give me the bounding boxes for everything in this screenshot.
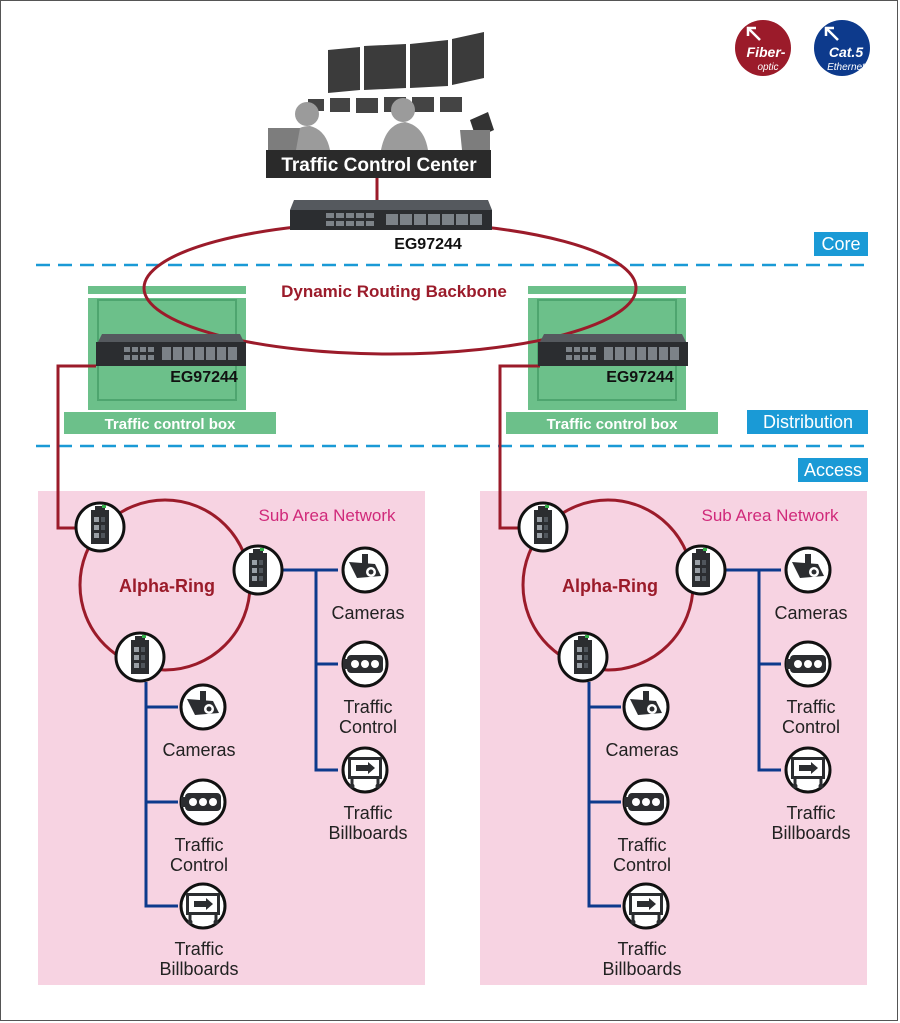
device-label: Billboards [602,959,681,979]
device-label: Traffic [343,803,392,823]
ring-switch-bottom [114,631,166,683]
camera-icon [792,554,824,578]
ring-switch-top [74,501,126,553]
device-label: Billboards [328,823,407,843]
distribution-switch-right-model: EG97244 [606,369,674,386]
sub-area-networks: Sub Area NetworkAlpha-RingCamerasTraffic… [74,498,851,979]
device-label: Traffic [174,835,223,855]
control-center-illustration [266,32,494,178]
legend-cat5-line2: Ethernet [827,62,866,73]
traffic-light-icon [343,655,383,673]
device-label: Traffic [174,939,223,959]
legend-cat5-line1: Cat.5 [829,44,863,60]
device-label: Traffic [786,697,835,717]
device-label: Cameras [774,603,847,623]
camera-icon [187,691,219,715]
sub-area-left: Sub Area NetworkAlpha-RingCamerasTraffic… [74,498,408,979]
distribution-switch-left-model: EG97244 [170,369,238,386]
core-switch-eg97244 [290,200,492,230]
fiber-link-left [56,364,96,530]
billboard-icon [629,893,663,925]
device-label: Control [782,717,840,737]
billboard-icon [791,757,825,789]
alpha-ring-label: Alpha-Ring [562,576,658,596]
tier-badge-access: Access [798,458,868,482]
device-label: Traffic [343,697,392,717]
device-bottom-camera [179,683,227,731]
control-center-title: Traffic Control Center [281,155,477,176]
device-bottom-traffic-light [622,778,670,826]
core-switch-model: EG97244 [394,236,462,253]
box-label-left: Traffic control box [105,416,237,433]
camera-icon [630,691,662,715]
device-right-traffic-light [341,640,389,688]
billboard-icon [186,893,220,925]
device-label: Traffic [617,939,666,959]
alpha-ring-label: Alpha-Ring [119,576,215,596]
camera-icon [349,554,381,578]
tier-badge-distribution: Distribution [747,410,868,434]
device-label: Traffic [617,835,666,855]
billboard-icon [348,757,382,789]
box-label-right: Traffic control box [547,416,679,433]
sub-area-right: Sub Area NetworkAlpha-RingCamerasTraffic… [517,498,851,979]
ethernet-branch-right [725,568,781,772]
tier-label-distribution: Distribution [763,412,853,432]
traffic-light-icon [181,793,221,811]
sub-area-title: Sub Area Network [258,506,396,525]
fiber-link-right [498,364,540,530]
ring-switch-bottom [557,631,609,683]
traffic-light-icon [624,793,664,811]
legend-fiber-line1: Fiber- [747,44,786,60]
ring-switch-top [517,501,569,553]
backbone-label: Dynamic Routing Backbone [281,282,507,301]
device-right-traffic-light [784,640,832,688]
tier-badge-core: Core [814,232,868,256]
sub-area-title: Sub Area Network [701,506,839,525]
device-label: Control [613,855,671,875]
device-right-camera [784,546,832,594]
tier-label-access: Access [804,460,862,480]
device-label: Control [339,717,397,737]
device-right-camera [341,546,389,594]
device-bottom-billboard [622,882,670,930]
device-label: Control [170,855,228,875]
distribution-switch-left [96,334,246,366]
ethernet-branch-bottom [587,682,621,908]
legend-fiber-line2: optic [757,62,778,73]
distribution-switch-right [538,334,688,366]
device-bottom-camera [622,683,670,731]
device-label: Traffic [786,803,835,823]
device-label: Cameras [331,603,404,623]
traffic-light-icon [786,655,826,673]
device-label: Cameras [162,740,235,760]
tier-label-core: Core [821,234,860,254]
device-right-billboard [341,746,389,794]
ring-switch-right [232,544,284,596]
device-bottom-traffic-light [179,778,227,826]
ethernet-branch-bottom [144,682,178,908]
legend-cat5-ethernet: Cat.5 Ethernet [814,20,870,76]
device-label: Billboards [159,959,238,979]
device-label: Cameras [605,740,678,760]
ethernet-branch-right [282,568,338,772]
device-label: Billboards [771,823,850,843]
legend-fiber-optic: Fiber- optic [735,20,791,76]
device-right-billboard [784,746,832,794]
ring-switch-right [675,544,727,596]
device-bottom-billboard [179,882,227,930]
